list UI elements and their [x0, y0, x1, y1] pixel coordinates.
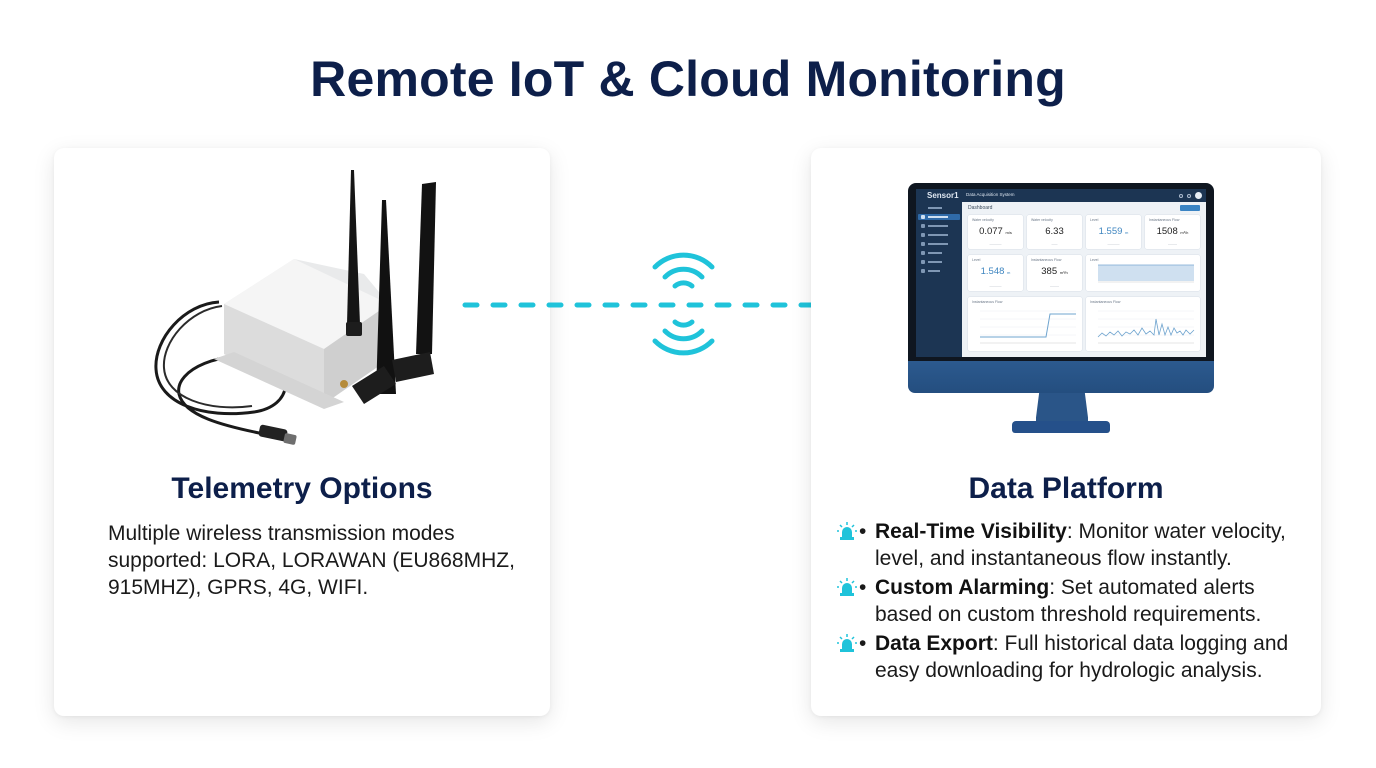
lora-gateway-image: [154, 170, 436, 445]
dashboard-topbar: Data Acquisition System: [962, 189, 1206, 202]
telemetry-description: Multiple wireless transmission modes sup…: [108, 522, 515, 599]
sidebar-item[interactable]: [918, 259, 960, 265]
data-platform-card: Sensor1 Data Acquisition System Dashboar…: [811, 148, 1321, 716]
feature-list: •Real-Time Visibility: Monitor water vel…: [835, 518, 1305, 686]
alarm-light-icon: [837, 634, 857, 652]
monitor-image: Sensor1 Data Acquisition System Dashboar…: [908, 183, 1214, 439]
dashboard-logo: Sensor1: [927, 191, 959, 200]
sidebar-item[interactable]: [918, 250, 960, 256]
metric-tile: Instantaneous Flow 385 m³/h ———: [1027, 255, 1082, 291]
alarm-light-icon: [837, 578, 857, 596]
dashboard-page-title: Dashboard: [968, 205, 993, 211]
sidebar-item[interactable]: [918, 268, 960, 274]
sidebar-item[interactable]: [918, 241, 960, 247]
metric-tile: Water velocity 0.077 m/s ————: [968, 215, 1023, 249]
telemetry-heading: Telemetry Options: [171, 472, 433, 505]
page-title: Remote IoT & Cloud Monitoring: [310, 51, 1066, 107]
alarm-light-icon: [837, 522, 857, 540]
bell-icon[interactable]: [1187, 193, 1191, 198]
data-platform-heading: Data Platform: [968, 472, 1164, 505]
feature-item: •Real-Time Visibility: Monitor water vel…: [835, 518, 1305, 572]
feature-item: •Custom Alarming: Set automated alerts b…: [835, 574, 1305, 628]
sidebar-item[interactable]: [918, 232, 960, 238]
metric-tile: Level 1.559 m ————: [1086, 215, 1141, 249]
metric-tile: Instantaneous Flow 1508 m³/h ———: [1145, 215, 1200, 249]
metric-tile: Water velocity 6.33 ——: [1027, 215, 1082, 249]
flow-chart-tile: Instantaneous Flow: [968, 297, 1082, 351]
dashboard-action-button[interactable]: [1180, 205, 1200, 211]
metric-tile: Level 1.548 m ————: [968, 255, 1023, 291]
level-chart-tile: Level: [1086, 255, 1200, 291]
telemetry-card: Telemetry Options Multiple wireless tran…: [54, 148, 550, 716]
dashboard-screen: Sensor1 Data Acquisition System Dashboar…: [916, 189, 1206, 357]
sidebar-item[interactable]: [918, 223, 960, 229]
dashboard-sidebar: Sensor1: [916, 189, 962, 357]
avatar[interactable]: [1195, 192, 1202, 199]
flow-chart-tile: Instantaneous Flow: [1086, 297, 1200, 351]
feature-item: •Data Export: Full historical data loggi…: [835, 630, 1305, 684]
sidebar-item-dashboard[interactable]: [918, 214, 960, 220]
wireless-signal-icon: [652, 252, 715, 356]
dashboard-app-title: Data Acquisition System: [966, 192, 1015, 197]
search-icon[interactable]: [1179, 193, 1183, 198]
